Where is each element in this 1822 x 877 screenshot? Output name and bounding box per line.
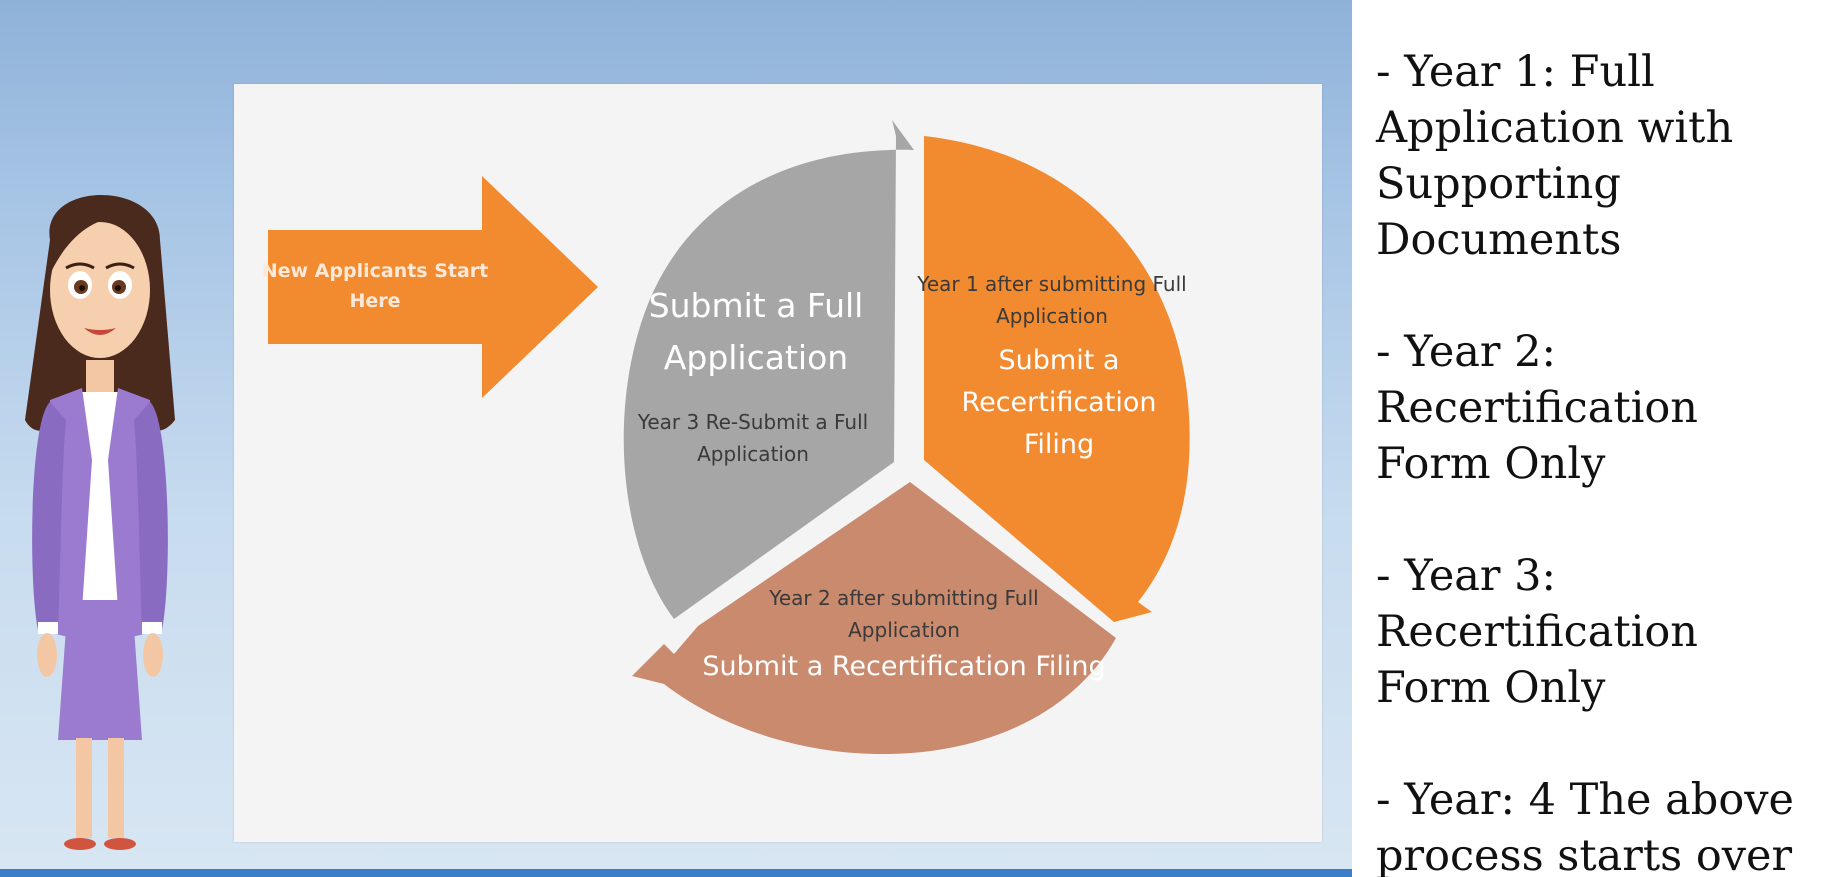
note-year-3: - Year 3: Recertification Form Only	[1376, 551, 1698, 713]
gray-segment-note: Year 3 Re-Submit a Full Application	[637, 410, 869, 466]
segment-submit-full-application	[623, 120, 914, 619]
brown-segment-title: Submit a Recertification Filing	[702, 651, 1106, 682]
new-applicants-arrow	[268, 176, 598, 398]
brown-segment-note: Year 2 after submitting Full Application	[769, 586, 1039, 642]
note-year-4: - Year: 4 The above process starts over	[1376, 775, 1794, 877]
video-stage: New Applicants Start Here Submit a Full …	[0, 0, 1352, 877]
note-year-2: - Year 2: Recertification Form Only	[1376, 327, 1698, 489]
orange-segment-note: Year 1 after submitting Full Application	[917, 272, 1187, 328]
cycle-diagram-svg	[268, 120, 1190, 755]
segment-year2-recertification	[632, 482, 1116, 755]
side-notes-text: - Year 1: Full Application with Supporti…	[1376, 44, 1816, 877]
orange-segment-title: Submit a Recertification Filing	[961, 345, 1157, 460]
segment-year1-recertification	[924, 136, 1190, 622]
presenter-avatar	[25, 195, 175, 850]
gray-segment-title: Submit a Full Application	[648, 286, 864, 377]
side-notes-panel: - Year 1: Full Application with Supporti…	[1352, 0, 1822, 877]
note-year-1: - Year 1: Full Application with Supporti…	[1376, 47, 1734, 265]
arrow-label: New Applicants Start Here	[261, 260, 489, 312]
bottom-strip	[0, 869, 1352, 877]
slide-diagram: New Applicants Start Here Submit a Full …	[234, 84, 1322, 842]
